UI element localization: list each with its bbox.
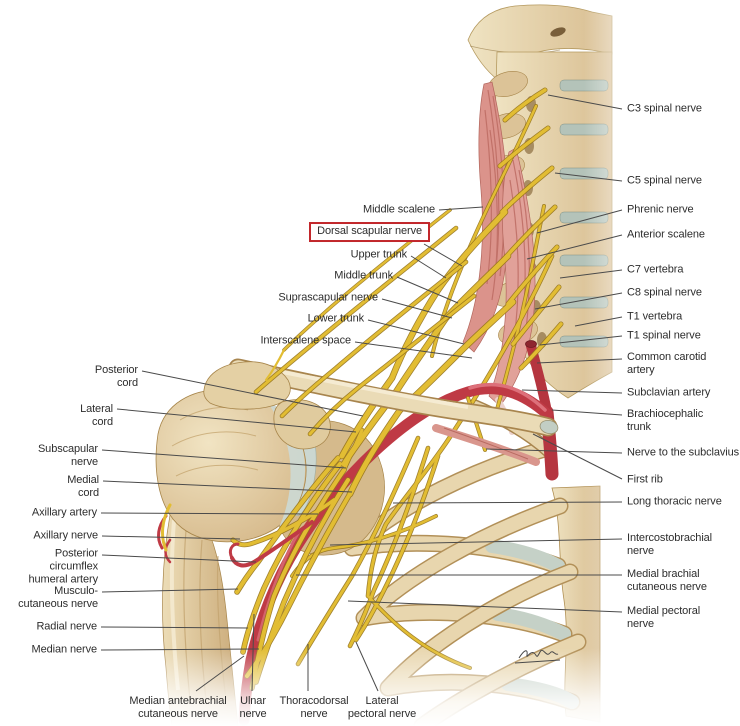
leader-posterior-cord [141,370,364,417]
leader-axillary-artery [100,512,319,515]
leader-lateral-pectoral-nerve [355,641,379,692]
leader-subscapular-nerve [101,449,347,469]
leader-subclavian-artery [521,389,623,394]
long-thoracic-nerve-path [366,254,554,598]
label-lateral-pectoral-nerve: Lateral pectoral nerve [347,695,417,720]
leader-median-antebrachial-cutaneous-nerve [195,655,245,692]
label-axillary-nerve: Axillary nerve [33,529,98,542]
leader-musculocutaneous-nerve [101,588,239,593]
leader-c3-spinal-nerve [547,94,623,110]
leader-medial-cord [102,480,353,493]
label-upper-trunk: Upper trunk [350,248,407,261]
leader-radial-nerve [100,626,249,629]
label-t1-vertebra: T1 vertebra [627,310,683,323]
leader-intercostobrachial-nerve [329,538,623,546]
leader-phrenic-nerve [536,209,623,234]
lateral-pectoral-nerve-path [348,446,430,648]
label-musculocutaneous-nerve: Musculo- cutaneous nerve [18,585,98,610]
label-lateral-cord: Lateral cord [80,403,113,428]
label-median-antebrachial-cutaneous-nerve: Median antebrachial cutaneous nerve [129,695,227,720]
leader-posterior-circumflex-humeral-artery [101,554,257,563]
label-median-nerve: Median nerve [31,643,98,656]
label-subclavian-artery: Subclavian artery [627,386,711,399]
label-radial-nerve: Radial nerve [36,620,97,633]
leader-first-rib [532,433,623,480]
label-interscalene-space: Interscalene space [260,334,351,347]
leader-ulnar-nerve [251,613,255,692]
leader-brachiocephalic-trunk [551,409,623,416]
c5-root [500,166,554,214]
c7-root [506,245,559,306]
label-medial-pectoral-nerve: Medial pectoral nerve [627,605,701,630]
label-common-carotid-artery: Common carotid artery [627,351,707,376]
leader-c8-spinal-nerve [534,292,623,310]
leader-t1-vertebra [574,316,623,327]
medial-pectoral-nerve-path [354,454,440,642]
brachial-plexus [157,87,564,691]
label-subscapular-nerve: Subscapular nerve [37,443,98,468]
leader-interscalene-space [354,341,473,359]
label-suprascapular-nerve: Suprascapular nerve [278,291,378,304]
leader-c5-spinal-nerve [554,172,623,182]
label-c8-spinal-nerve: C8 spinal nerve [627,286,702,299]
label-first-rib: First rib [627,473,663,486]
suprascapular-nerve-path [308,294,476,436]
c6-root [503,205,557,260]
label-dorsal-scapular-nerve: Dorsal scapular nerve [309,222,430,242]
leader-c7-vertebra [559,269,623,279]
c4-root [498,126,550,168]
label-brachiocephalic-trunk: Brachiocephalic trunk [627,408,704,433]
leader-upper-trunk [410,255,447,279]
label-middle-scalene: Middle scalene [363,203,435,216]
label-c3-spinal-nerve: C3 spinal nerve [627,102,702,115]
leader-anterior-scalene [526,234,623,260]
label-medial-brachial-cutaneous-nerve: Medial brachial cutaneous nerve [627,568,707,593]
label-c5-spinal-nerve: C5 spinal nerve [627,174,702,187]
subscapular-nerve-path [342,428,364,472]
acromion [203,361,291,410]
label-thoracodorsal-nerve: Thoracodorsal nerve [279,695,349,720]
label-intercostobrachial-nerve: Intercostobrachial nerve [627,532,713,557]
leader-axillary-nerve [101,535,241,540]
radial-nerve-path [241,462,342,654]
label-posterior-cord: Posterior cord [94,364,138,389]
label-nerve-to-the-subclavius: Nerve to the subclavius [627,446,740,459]
artist-signature [514,649,561,664]
leader-middle-trunk [396,276,459,304]
c8-root [511,285,561,346]
leader-long-thoracic-nerve [392,501,623,504]
leader-lower-trunk [367,319,465,345]
leader-lines [100,94,623,692]
label-posterior-circumflex-humeral-artery: Posterior circumflex humeral artery [28,547,98,586]
leader-nerve-to-the-subclavius [485,448,623,454]
c3-root [503,88,547,122]
clavicle [230,360,556,435]
leader-middle-scalene [438,206,484,211]
medial-cord-path [347,407,403,497]
t1-root [519,322,563,370]
posterior-cord-path [339,375,395,459]
leader-medial-pectoral-nerve [347,600,623,613]
label-axillary-artery: Axillary artery [31,506,97,519]
leader-suprascapular-nerve [381,298,453,319]
label-phrenic-nerve: Phrenic nerve [627,203,694,216]
lower-trunk-path [457,299,516,355]
label-anterior-scalene: Anterior scalene [627,228,705,241]
leader-dorsal-scapular-nerve [423,243,463,267]
label-middle-trunk: Middle trunk [334,269,393,282]
label-long-thoracic-nerve: Long thoracic nerve [627,495,722,508]
label-ulnar-nerve: Ulnar nerve [239,695,267,720]
leader-lateral-cord [116,408,357,433]
label-c7-vertebra: C7 vertebra [627,263,684,276]
thoracodorsal-nerve-path [296,436,420,666]
clavicle-cut-end [539,419,559,435]
label-t1-spinal-nerve: T1 spinal nerve [627,329,701,342]
label-lower-trunk: Lower trunk [307,312,364,325]
leader-t1-spinal-nerve [539,335,623,346]
leader-median-nerve [100,648,260,651]
leader-common-carotid-artery [536,358,623,364]
label-medial-cord: Medial cord [67,474,99,499]
